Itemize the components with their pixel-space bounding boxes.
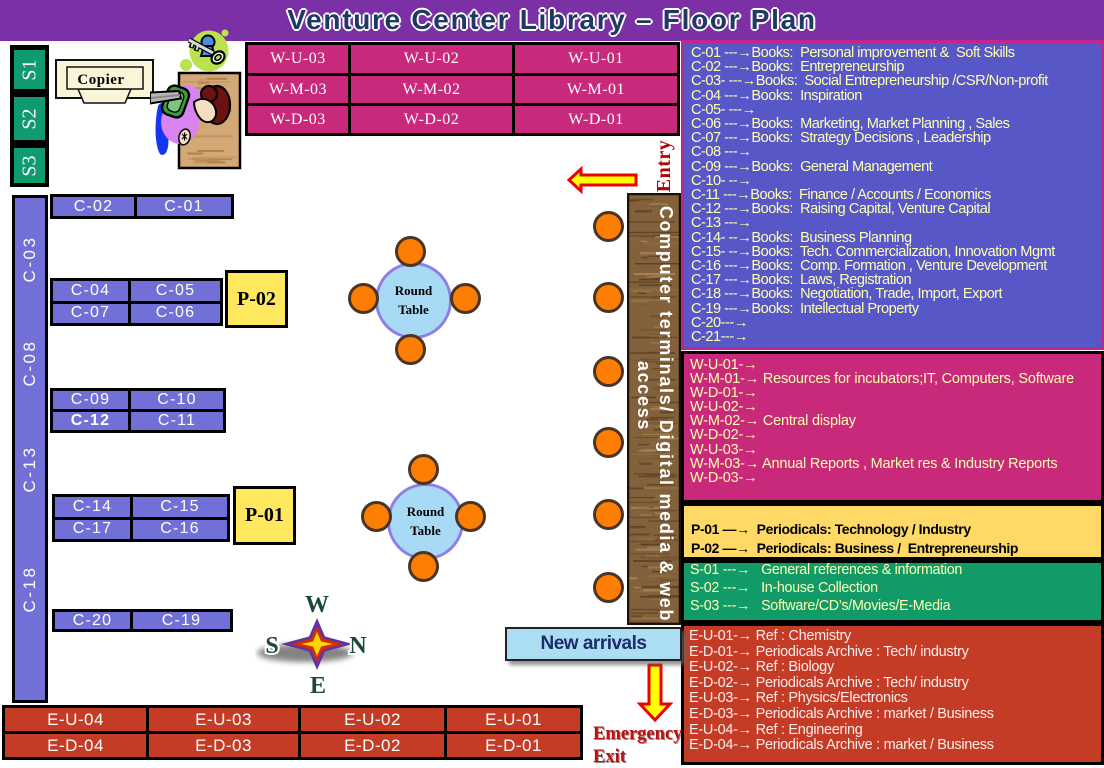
svg-text:Copier: Copier <box>77 72 124 88</box>
svg-text:W: W <box>305 592 329 618</box>
svg-text:E: E <box>310 673 326 695</box>
svg-text:S: S <box>265 633 278 659</box>
svg-text:N: N <box>349 633 367 659</box>
